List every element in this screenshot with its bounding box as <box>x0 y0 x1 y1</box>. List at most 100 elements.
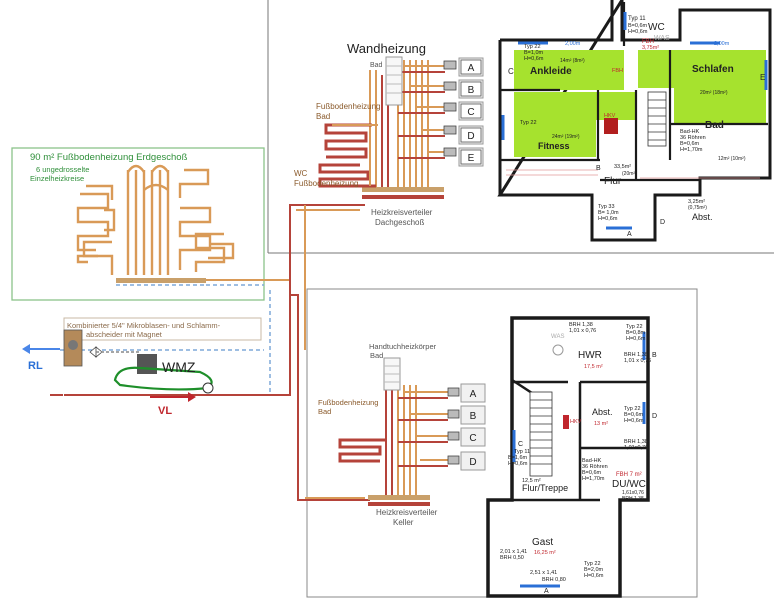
attic-plan-labels: Typ 11 B=0,6m H=0,6m WC WAS FBH 3,75m² T… <box>508 16 765 238</box>
cellar-typ22c-b: B=2,0m <box>584 567 604 573</box>
cellar-win1: 2,01 x 1,41 <box>500 549 527 555</box>
ground-floor-title: 90 m² Fußbodenheizung Erdgeschoß <box>30 152 188 163</box>
bath-floor-heating-room: Bad <box>316 112 330 121</box>
cellar-circuit-label-b: B <box>470 411 477 422</box>
attic-floor-plan <box>497 0 772 242</box>
attic-letter-e: E <box>760 73 765 82</box>
attic-letter-b: B <box>596 165 601 172</box>
meter-loop <box>113 366 213 391</box>
cellar-manifold <box>338 357 448 506</box>
attic-typ11: Typ 11 <box>628 16 646 22</box>
cellar-letter-c: C <box>518 441 523 448</box>
cellar-typ22-h: H=0,6m <box>626 336 646 342</box>
attic-hkv-box <box>604 118 618 134</box>
upper-circuit-valves <box>443 60 457 157</box>
attic-flur: Flur <box>604 176 622 187</box>
flow-sensor <box>202 382 214 394</box>
separator-label-line2: abscheider mit Magnet <box>86 330 163 339</box>
cellar-was: WAS <box>551 334 564 340</box>
ground-floor-sub2: Einzelheizkreise <box>30 174 84 183</box>
attic-letter-c: C <box>508 67 514 76</box>
cellar-duwc-dim: 1,61x0,76 <box>622 490 644 496</box>
upper-circuit-label-b: B <box>468 85 475 96</box>
cellar-washer-icon <box>552 344 564 356</box>
wall-heating-title: Wandheizung <box>347 41 426 56</box>
cellar-hwr-area: 17,5 m² <box>584 364 603 370</box>
separator-label-line1: Kombinierter 5/4" Mikroblasen- und Schla… <box>67 321 221 330</box>
attic-bad-hk: Bad-HK <box>680 129 700 135</box>
main-pipes <box>60 204 370 501</box>
attic-abst: Abst. <box>692 212 713 222</box>
attic-fbh-area: 3,75m² <box>642 45 659 51</box>
cellar-flur: Flur/Treppe <box>522 483 568 493</box>
upper-manifold-label: Heizkreisverteiler <box>371 208 433 217</box>
cellar-brh2: BRH 1,38 <box>624 352 648 358</box>
attic-letter-a: A <box>627 231 632 238</box>
return-arrow <box>22 344 60 354</box>
heat-meter-label: WMZ <box>162 359 196 375</box>
attic-dim-top-left: 2,00m <box>565 41 581 47</box>
cellar-typ22c: Typ 22 <box>584 561 601 567</box>
ground-floor-sub1: 6 ungedrosselte <box>36 165 89 174</box>
attic-bad: Bad <box>705 120 724 131</box>
cellar-typ11-b: B=1,6m <box>508 455 528 461</box>
cellar-gast-area: 16,25 m² <box>534 550 556 556</box>
cellar-circuit-boxes: A B C D <box>447 383 486 471</box>
attic-typ33: Typ 33 <box>598 204 615 210</box>
attic-abst-area2: (0,75m²) <box>688 205 707 211</box>
cellar-win1-brh: BRH 0,50 <box>500 555 524 561</box>
attic-abst-area: 3,25m² <box>688 199 705 205</box>
cellar-floor-heating-room: Bad <box>318 407 331 416</box>
cellar-win2: 2,51 x 1,41 <box>530 570 557 576</box>
return-label: RL <box>28 360 43 372</box>
cellar-bad-hk-h: H=1,70m <box>582 476 605 482</box>
cellar-floor-plan <box>486 316 650 598</box>
wc-floor-heating-label: Fußbodenheizung <box>294 179 359 188</box>
attic-typ22-h: H=0,6m <box>524 56 544 62</box>
ground-floor-manifold <box>116 278 290 286</box>
boiler-area <box>50 317 290 396</box>
attic-bad-hk-tubes: 36 Röhren <box>680 135 706 141</box>
ground-floor-coils <box>76 164 235 275</box>
upper-frame <box>267 0 774 254</box>
cellar-abst: Abst. <box>592 407 613 417</box>
attic-ankleide-area: 14m² (8m²) <box>560 58 585 64</box>
upper-circuit-boxes: A B C D E <box>458 57 484 167</box>
cellar-manifold-floor: Keller <box>393 518 414 527</box>
cellar-hwr: HWR <box>578 350 602 361</box>
supply-label: VL <box>158 405 172 417</box>
cellar-plan-labels: BRH 1,38 1,01 x 0,76 WAS Typ 22 B=0,8m H… <box>500 322 657 595</box>
cellar-typ11-h: H=0,6m <box>508 461 528 467</box>
cellar-typ22: Typ 22 <box>626 324 643 330</box>
cellar-brh3-dim: 1,01x0,76 <box>624 445 648 451</box>
attic-ankleide: Ankleide <box>530 66 572 77</box>
cellar-bad-hk: Bad-HK <box>582 458 602 464</box>
attic-bad-hk-b: B=0,6m <box>680 141 700 147</box>
upper-manifold <box>318 56 445 199</box>
cellar-circuit-label-c: C <box>469 433 476 444</box>
cellar-gast: Gast <box>532 537 553 548</box>
attic-typ33-b: B= 1,0m <box>598 210 619 216</box>
cellar-letter-d: D <box>652 413 657 420</box>
cellar-brh3: BRH 1,38 <box>624 439 648 445</box>
cellar-hkv: HKV <box>570 419 582 425</box>
cellar-duwc: DU/WC <box>612 479 646 490</box>
attic-typ11-b: B=0,6m <box>628 23 648 29</box>
wall-heating-room: Bad <box>370 62 383 69</box>
cellar-floor-heating-label: Fußbodenheizung <box>318 398 378 407</box>
attic-typ22-left: Typ 22 <box>520 120 537 126</box>
attic-typ22-b: B=1,0m <box>524 50 544 56</box>
cellar-brh1: BRH 1,38 <box>569 322 593 328</box>
attic-schlafen: Schlafen <box>692 64 734 75</box>
attic-hkv: HKV <box>604 113 616 119</box>
bath-floor-heating-label: Fußbodenheizung <box>316 102 381 111</box>
cellar-typ22b-b: B=0,6m <box>624 412 644 418</box>
cellar-duwc-brh: BRH 1,38 <box>622 496 644 502</box>
cellar-abst-area: 13 m² <box>594 421 608 427</box>
cellar-flur-area: 12,5 m² <box>522 478 541 484</box>
attic-typ11-h: H=0,6m <box>628 29 648 35</box>
cellar-win2-brh: BRH 0,80 <box>542 577 566 583</box>
attic-dim-top-right: 2,00m <box>714 41 730 47</box>
cellar-letter-a: A <box>544 588 549 595</box>
attic-flur-area2: (20m²) <box>622 171 637 177</box>
